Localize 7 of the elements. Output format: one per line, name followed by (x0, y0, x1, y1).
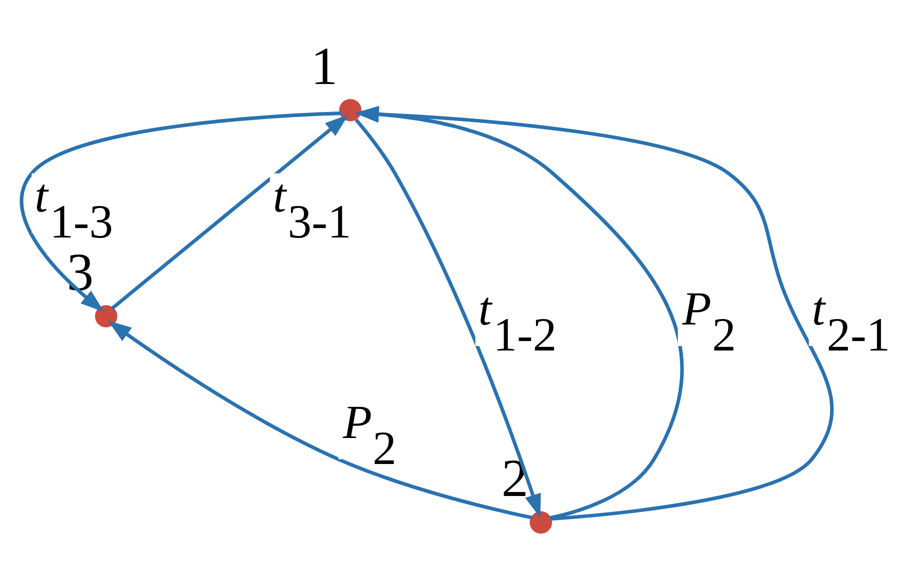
node-circle (95, 305, 118, 328)
node-circle (339, 98, 362, 122)
arrow (20, 112, 342, 312)
arrow (108, 320, 532, 520)
node-label: 1 (310, 36, 338, 96)
arrow (354, 118, 541, 518)
node-circle (530, 511, 552, 534)
